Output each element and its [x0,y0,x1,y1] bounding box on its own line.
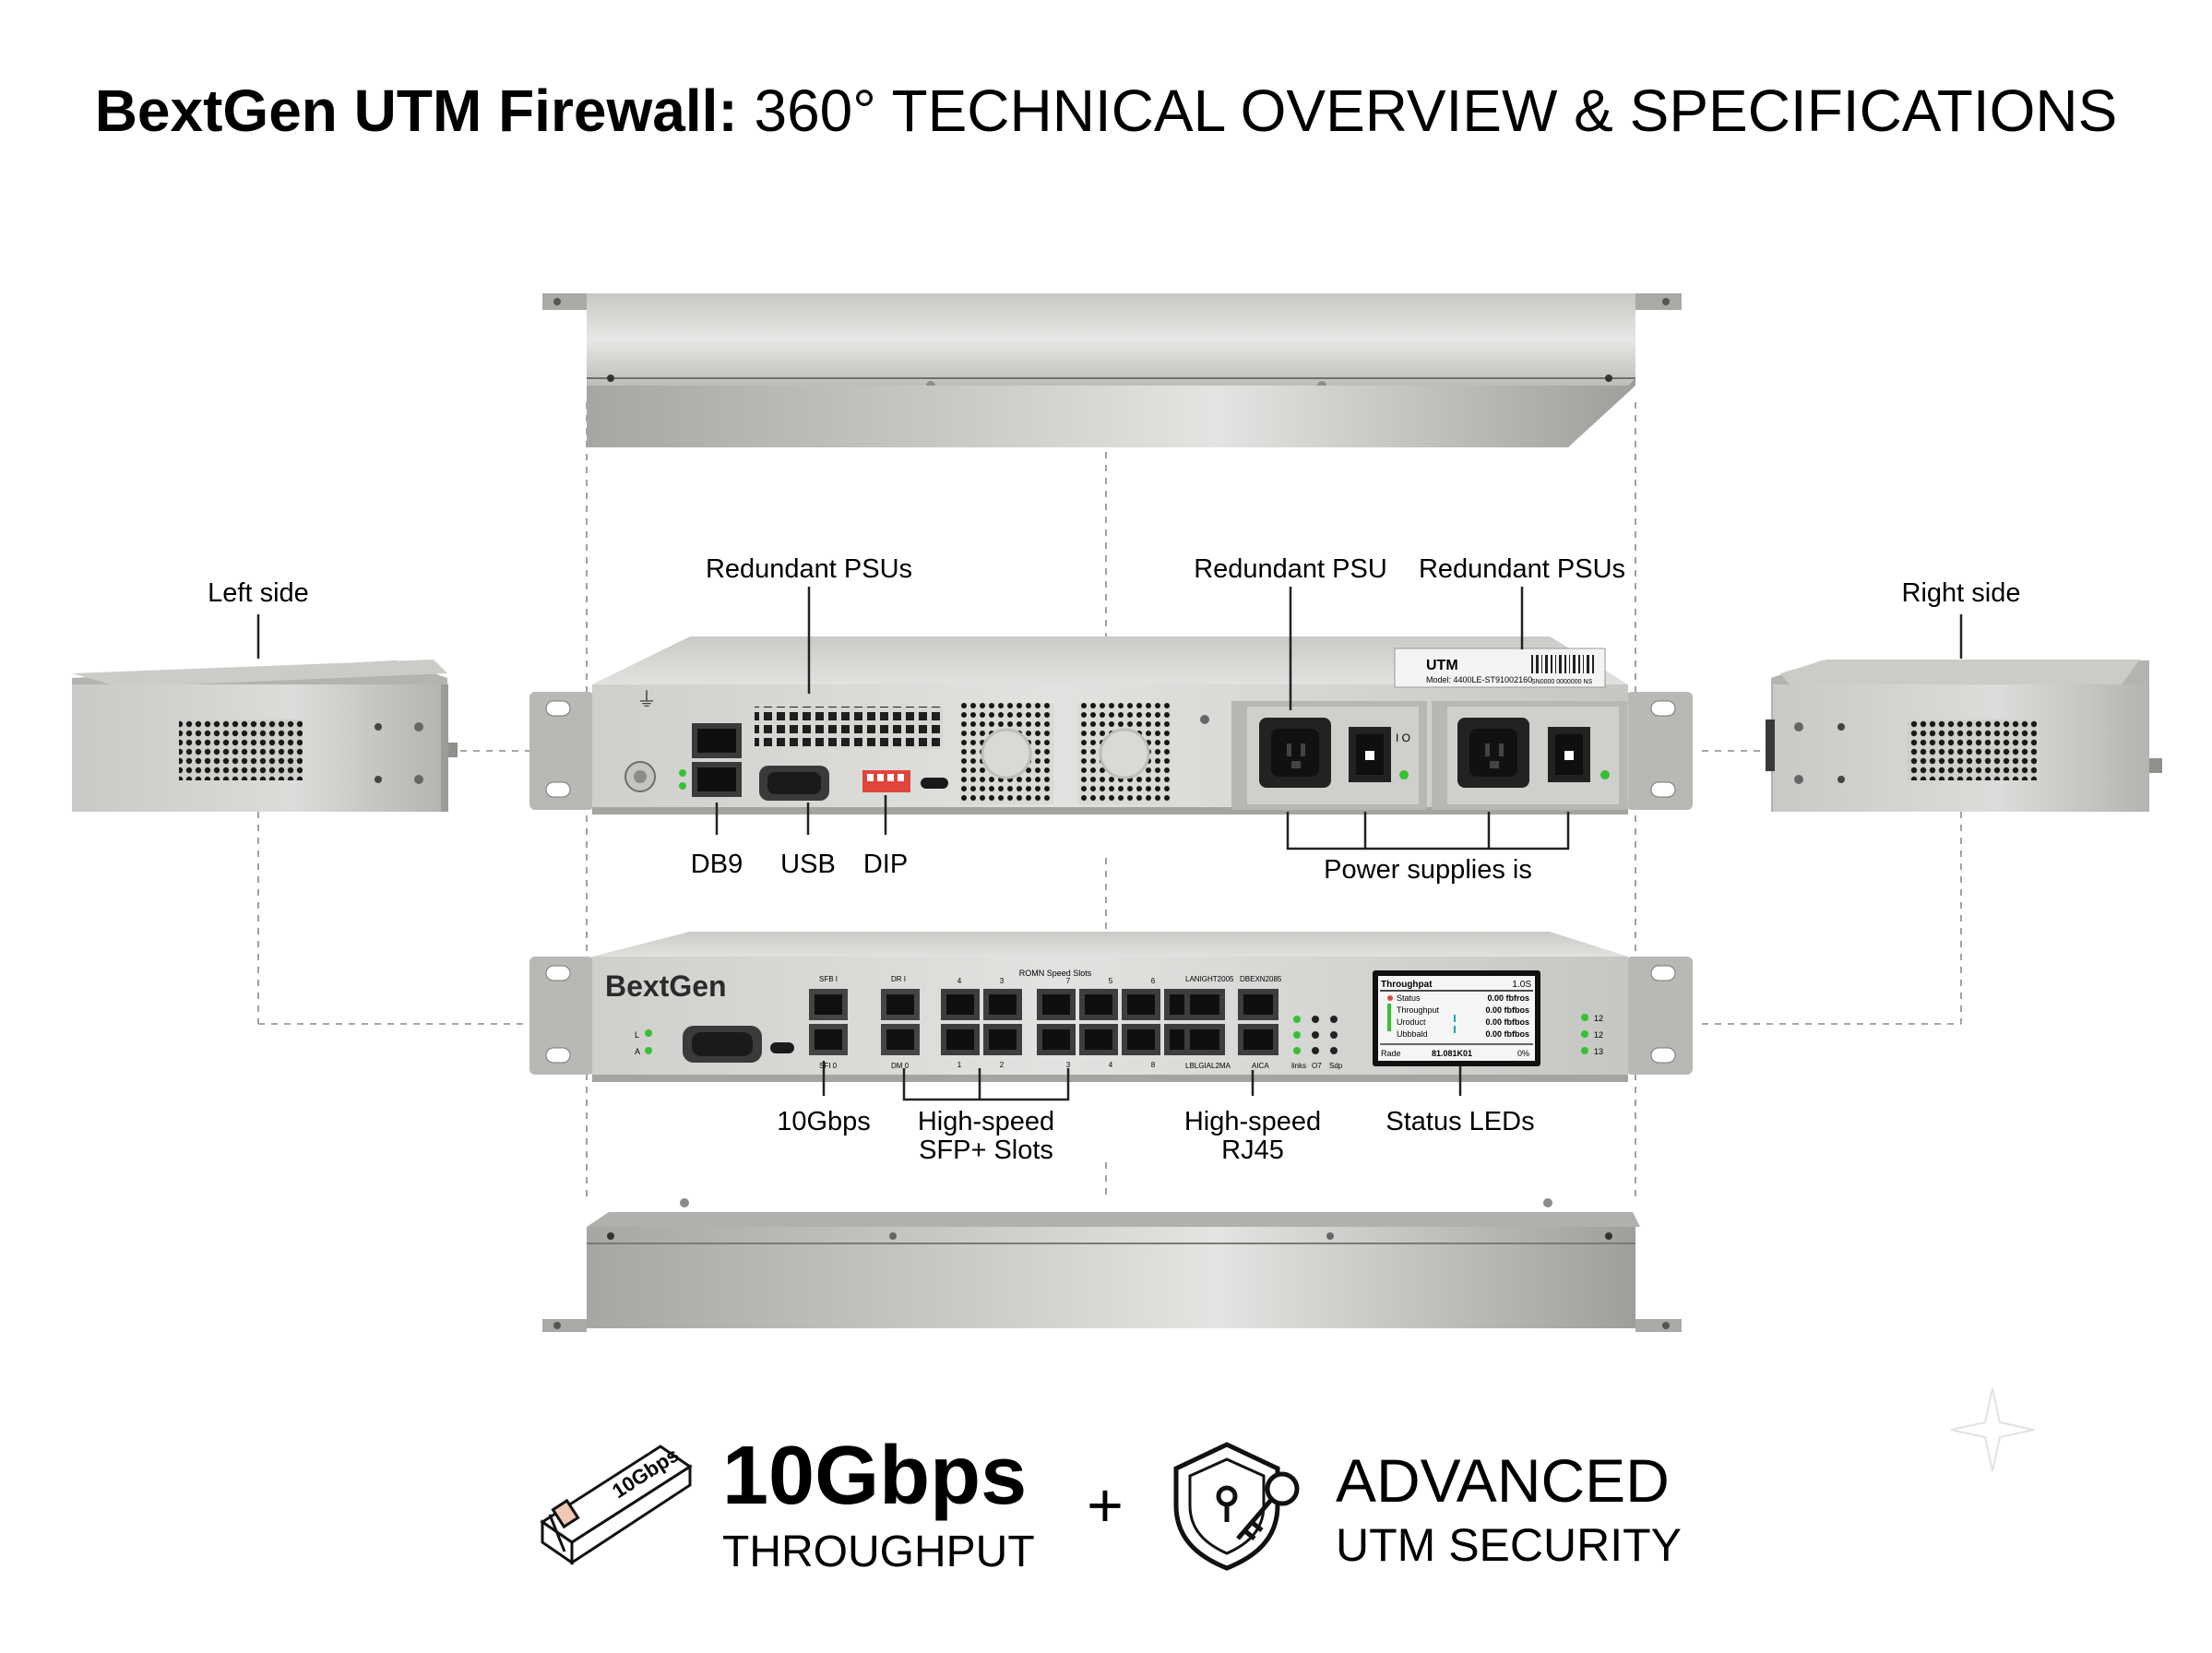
uplink-label-top-2: DBEXN2085 [1240,975,1282,983]
port-leds [1293,1016,1338,1054]
page-title-rest: 360° TECHNICAL OVERVIEW & SPECIFICATIONS [738,77,2118,144]
rj45-port-bottom-5-jack [1127,1029,1155,1050]
lcd-row-label: Status [1397,993,1421,1003]
sparkle-mark [1950,1387,2035,1472]
sfp-label-top-2: DR I [891,975,906,983]
throughput-label: THROUGHPUT [722,1528,1035,1576]
lcd-footer-value: 81.081K01 [1432,1049,1472,1058]
rj45-number-top-2: 3 [1000,977,1005,985]
callout-rj45-line1: High-speed [1184,1107,1321,1136]
rj45-number-bottom-4: 4 [1109,1061,1113,1069]
rj45-port-top-1-jack [946,994,974,1015]
led-label-o7: O7 [1312,1062,1322,1070]
rj45-number-bottom-3: 3 [1066,1061,1071,1069]
rj45-group-label: ROMN Speed Slots [1019,969,1092,978]
rj45-number-top-3: 7 [1066,977,1071,985]
right-side-view [1766,660,2162,812]
callout-sfp-line2: SFP+ Slots [919,1136,1053,1165]
callout-sfp-line1: High-speed [918,1107,1054,1136]
rj45-ports: 4 3 7 5 6 1 2 3 4 8 [941,977,1203,1069]
rear-label-brand: UTM [1426,658,1458,673]
rj45-port-top-4-jack [1085,994,1112,1015]
rear-label-serial: SN0000 0000000 NS [1531,679,1592,685]
rj45-port-bottom-1-jack [946,1029,974,1050]
status-led-label-2: 12 [1594,1030,1603,1040]
callout-10gbps: 10Gbps [777,1107,871,1136]
rj45-number-top-4: 5 [1109,977,1113,985]
lcd-footer-pct: 0% [1517,1049,1529,1058]
callout-dip: DIP [863,850,908,879]
status-led-label-3: 13 [1594,1047,1603,1056]
left-side-view [72,660,458,812]
uplink-label-top-1: LANIGHT2005 [1185,975,1234,983]
sfp-label-bottom-1: SFI 0 [819,1062,838,1070]
lcd-title: Throughpat [1381,980,1433,990]
lcd-row-label: Throughput [1397,1005,1440,1015]
callout-right-side: Right side [1902,578,2021,608]
led-label-sdp: Sdp [1329,1062,1343,1070]
sfp-label-bottom-2: DM 0 [891,1062,910,1070]
callout-redundant-psus-left: Redundant PSUs [706,554,912,584]
callout-usb: USB [780,850,836,879]
sfp-module-icon [540,1445,693,1565]
callout-redundant-psu: Redundant PSU [1194,554,1387,584]
callout-status-leds: Status LEDs [1385,1107,1534,1136]
rj45-port-bottom-2-jack [989,1029,1017,1050]
rear-label-model: Model: 4400LE-ST91002160 [1426,675,1532,684]
rj45-number-bottom-1: 1 [957,1061,962,1069]
shield-key-icon [1173,1442,1300,1571]
lcd-row-value: 0.00 fbfbos [1485,1005,1529,1015]
rj45-number-bottom-5: 8 [1151,1061,1156,1069]
security-line1: ADVANCED [1336,1446,1670,1515]
top-view-chassis [542,293,1682,447]
lcd-row-label: Uroduct [1397,1017,1426,1027]
led-label-links: links [1291,1062,1306,1070]
rj45-number-bottom-2: 2 [1000,1061,1005,1069]
rj45-number-top-1: 4 [957,977,962,985]
front-callouts [822,1061,1462,1101]
rear-callouts [715,587,1570,850]
page-title: BextGen UTM Firewall: 360° TECHNICAL OVE… [95,77,2118,144]
uplink-label-bottom-1: LBLGIAL2MA [1185,1062,1231,1070]
front-led-label-a: A [635,1047,640,1056]
lcd-row-value: 0.00 fbfbos [1485,1017,1529,1027]
callout-left-side: Left side [208,578,309,608]
rear-panel: ⏚ UTM Model: 4400LE-ST91002160 [529,636,1693,815]
lcd-footer-label: Rade [1381,1049,1401,1058]
lcd-title-value: 1.0S [1512,980,1531,990]
status-leds [1581,1014,1588,1054]
callout-redundant-psus-right: Redundant PSUs [1419,554,1625,584]
psu1-io-mark: I O [1396,731,1410,744]
front-panel: BextGen L A SFB I DR I SFI 0 DM 0 ROMN S… [529,932,1693,1082]
svg-text:⏚: ⏚ [636,688,657,711]
sfp-cages [809,989,920,1055]
rj45-port-top-5-jack [1127,994,1155,1015]
page-title-bold: BextGen UTM Firewall: [95,77,738,144]
rj45-number-top-5: 6 [1151,977,1156,985]
bottom-view-chassis [542,1198,1682,1332]
callout-rj45-line2: RJ45 [1221,1136,1284,1165]
rj45-port-top-2-jack [989,994,1017,1015]
uplink-ports [1184,989,1278,1055]
front-led-label-l: L [635,1030,639,1040]
rj45-port-bottom-4-jack [1085,1029,1112,1050]
lcd-row-value: 0.00 fbfros [1487,993,1529,1003]
callout-db9: DB9 [691,850,743,879]
plus-sign: + [1087,1470,1124,1540]
callout-power-supplies: Power supplies is [1324,855,1532,885]
status-led-label-1: 12 [1594,1014,1603,1023]
rj45-port-top-3-jack [1042,994,1070,1015]
barcode [1531,655,1594,673]
lcd-row-value: 0.00 fbfbos [1485,1029,1529,1039]
throughput-value: 10Gbps [722,1430,1027,1522]
uplink-label-bottom-2: AICA [1252,1062,1269,1070]
front-brand-logo: BextGen [605,969,727,1003]
security-line2: UTM SECURITY [1336,1519,1682,1571]
sfp-label-top-1: SFB I [819,975,838,983]
lcd-row-label: Ubbbald [1397,1029,1428,1039]
rj45-port-bottom-3-jack [1042,1029,1070,1050]
